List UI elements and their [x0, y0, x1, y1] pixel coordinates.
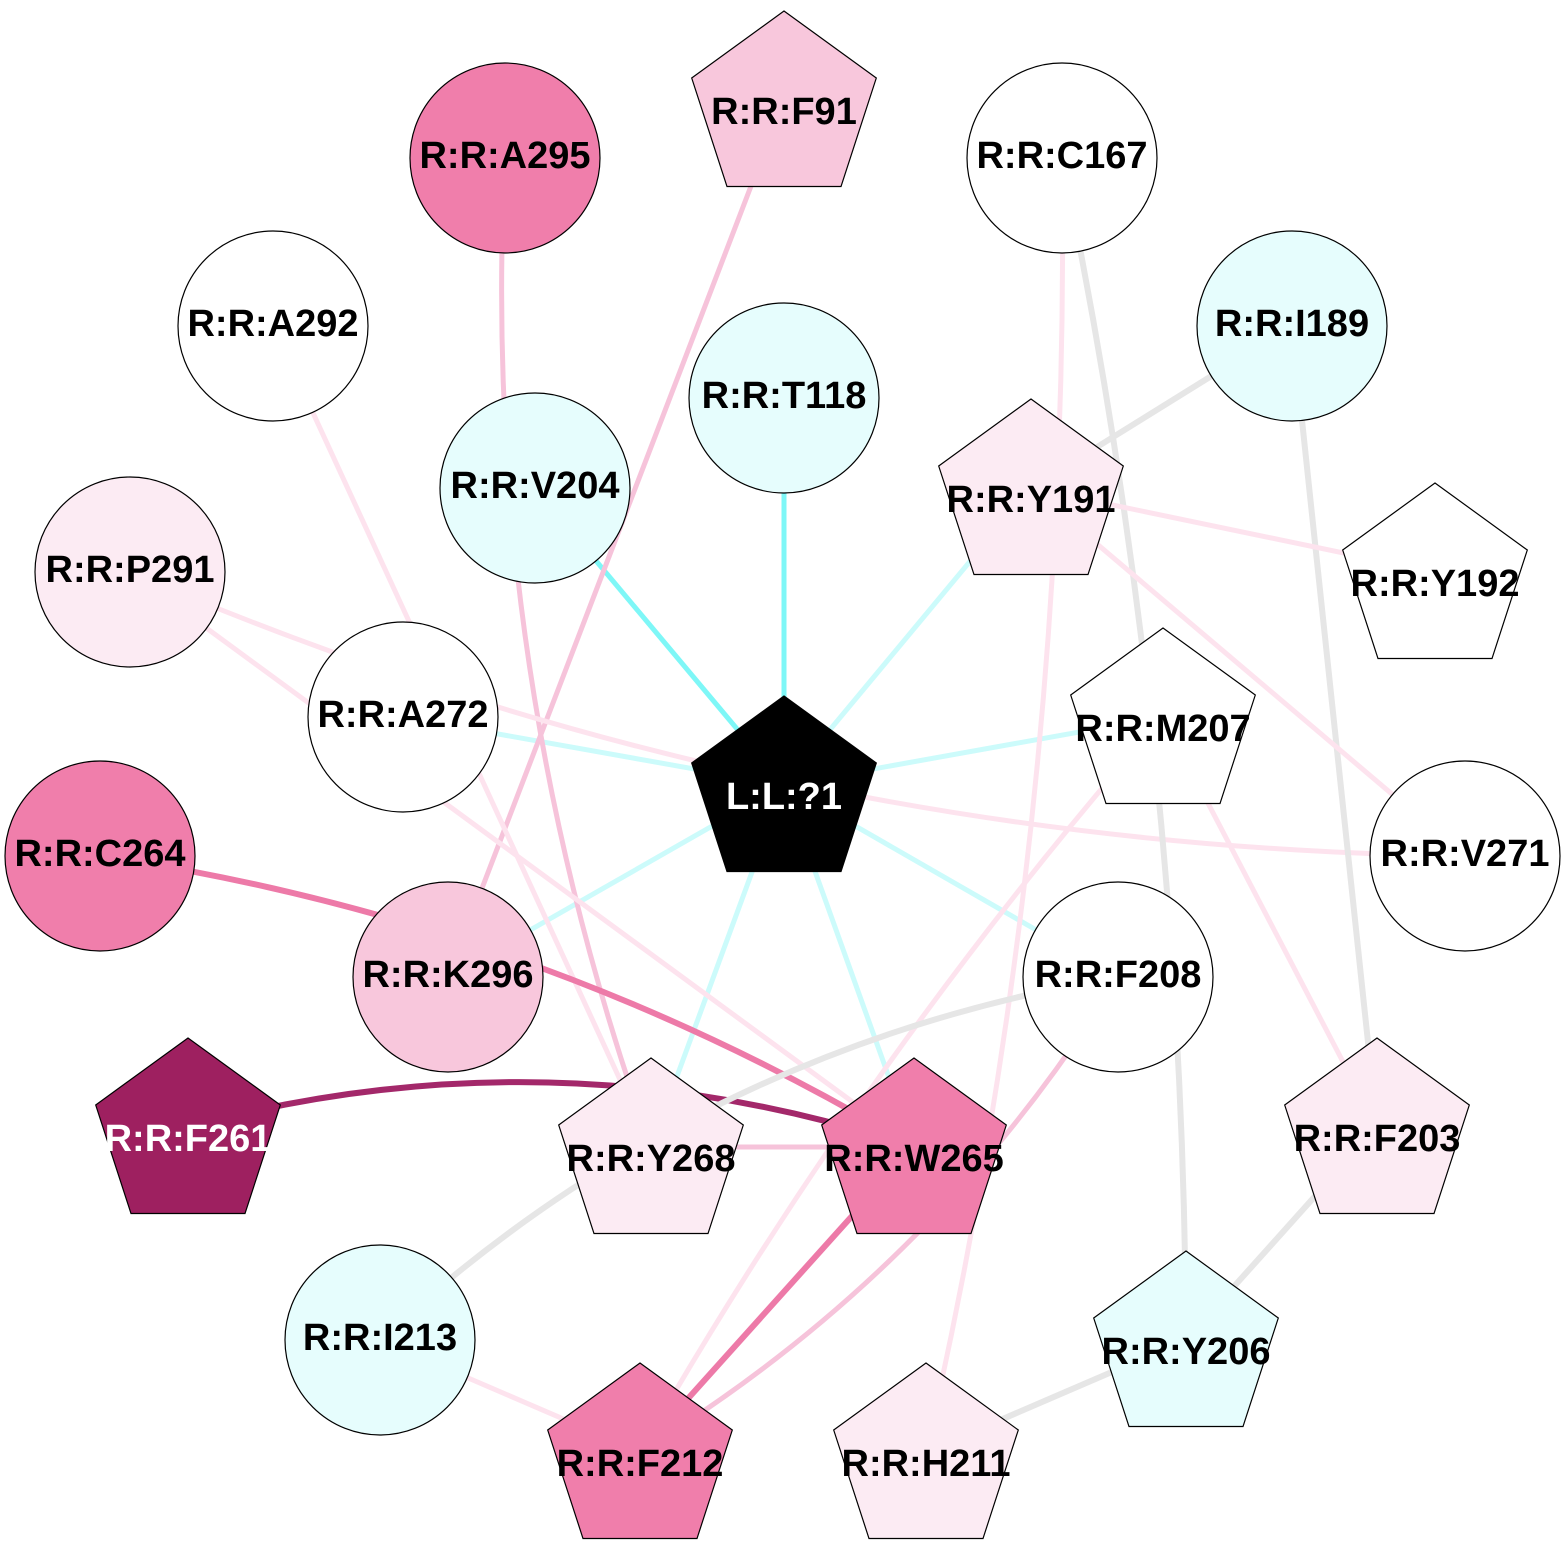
node-shape-pentagon — [1069, 627, 1257, 805]
node-shape-circle — [1196, 230, 1388, 422]
node-label: R:R:F261 — [105, 1118, 272, 1160]
node-label: R:R:H211 — [842, 1443, 1011, 1485]
node-shape-pentagon — [1341, 482, 1529, 660]
node-label: R:R:K296 — [362, 954, 533, 996]
node-label: R:R:V271 — [1381, 833, 1550, 875]
node-shape-circle — [4, 760, 196, 952]
node-label: R:R:I189 — [1215, 303, 1369, 345]
node-label: R:R:T118 — [702, 375, 867, 417]
edge-r-r-i189-to-r-r-f203 — [1289, 325, 1380, 1128]
node-shape-circle — [34, 476, 226, 668]
node-shape-circle — [284, 1244, 476, 1436]
node-label: R:R:V204 — [451, 465, 620, 507]
node-label: R:R:M207 — [1075, 708, 1250, 750]
node-shape-pentagon — [832, 1362, 1020, 1540]
edge-r-r-c167-to-r-r-h211 — [923, 157, 1066, 1453]
node-r-r-f212[interactable]: R:R:F212 — [546, 1362, 734, 1540]
node-label: R:R:Y192 — [1351, 563, 1520, 605]
edge-r-r-f208-to-r-r-i213 — [377, 974, 1119, 1343]
node-label: R:R:F91 — [711, 91, 857, 133]
node-r-r-k296[interactable]: R:R:K296 — [352, 881, 544, 1073]
node-shape-pentagon — [690, 10, 878, 188]
node-shape-circle — [688, 302, 880, 494]
node-label: R:R:C264 — [14, 833, 185, 875]
node-label: R:R:C167 — [976, 135, 1147, 177]
node-r-r-y206[interactable]: R:R:Y206 — [1092, 1250, 1280, 1428]
node-r-r-y192[interactable]: R:R:Y192 — [1341, 482, 1529, 660]
node-r-r-y268[interactable]: R:R:Y268 — [557, 1057, 745, 1235]
edge-r-r-f261-to-r-r-w265 — [187, 1079, 915, 1150]
node-r-r-f261[interactable]: R:R:F261 — [94, 1037, 282, 1215]
node-r-r-f203[interactable]: R:R:F203 — [1283, 1037, 1471, 1215]
node-label: R:R:W265 — [824, 1138, 1003, 1180]
node-shape-circle — [966, 62, 1158, 254]
node-r-r-p291[interactable]: R:R:P291 — [34, 476, 226, 668]
node-r-r-f91[interactable]: R:R:F91 — [690, 10, 878, 188]
node-shape-pentagon — [820, 1057, 1008, 1235]
node-shape-circle — [352, 881, 544, 1073]
node-label: R:R:A272 — [317, 694, 488, 736]
node-r-r-a272[interactable]: R:R:A272 — [307, 621, 499, 813]
node-r-r-m207[interactable]: R:R:M207 — [1069, 627, 1257, 805]
node-label: R:R:A292 — [187, 303, 358, 345]
node-label: R:R:Y191 — [947, 479, 1116, 521]
node-shape-pentagon — [937, 398, 1125, 576]
node-r-r-i213[interactable]: R:R:I213 — [284, 1244, 476, 1436]
node-r-r-i189[interactable]: R:R:I189 — [1196, 230, 1388, 422]
node-r-r-w265[interactable]: R:R:W265 — [820, 1057, 1008, 1235]
node-r-r-t118[interactable]: R:R:T118 — [688, 302, 880, 494]
node-l-l-1[interactable]: L:L:?1 — [690, 695, 878, 873]
node-r-r-c264[interactable]: R:R:C264 — [4, 760, 196, 952]
node-shape-circle — [439, 392, 631, 584]
node-r-r-c167[interactable]: R:R:C167 — [966, 62, 1158, 254]
edge-r-r-p291-to-r-r-w265 — [128, 569, 916, 1150]
node-shape-pentagon — [690, 695, 878, 873]
node-shape-pentagon — [94, 1037, 282, 1215]
node-r-r-y191[interactable]: R:R:Y191 — [937, 398, 1125, 576]
node-shape-pentagon — [1092, 1250, 1280, 1428]
node-label: R:R:F203 — [1294, 1118, 1461, 1160]
node-shape-pentagon — [557, 1057, 745, 1235]
node-label: R:R:Y268 — [567, 1138, 736, 1180]
node-label: R:R:I213 — [303, 1317, 457, 1359]
node-shape-circle — [1369, 760, 1561, 952]
node-shape-circle — [1022, 881, 1214, 1073]
node-shape-pentagon — [546, 1362, 734, 1540]
node-label: R:R:P291 — [46, 549, 215, 591]
node-r-r-f208[interactable]: R:R:F208 — [1022, 881, 1214, 1073]
node-label: R:R:A295 — [419, 135, 590, 177]
node-r-r-a292[interactable]: R:R:A292 — [177, 230, 369, 422]
node-r-r-a295[interactable]: R:R:A295 — [409, 62, 601, 254]
edge-r-r-m207-to-r-r-f212 — [637, 715, 1165, 1454]
edge-r-r-a295-to-r-r-y268 — [499, 157, 654, 1148]
node-label: R:R:Y206 — [1102, 1331, 1271, 1373]
node-label: R:R:F212 — [557, 1443, 724, 1485]
node-r-r-h211[interactable]: R:R:H211 — [832, 1362, 1020, 1540]
node-shape-pentagon — [1283, 1037, 1471, 1215]
node-label: L:L:?1 — [726, 776, 842, 818]
node-shape-circle — [307, 621, 499, 813]
node-label: R:R:F208 — [1035, 954, 1202, 996]
edge-r-r-f208-to-r-r-f212 — [638, 975, 1121, 1455]
node-shape-circle — [177, 230, 369, 422]
node-shape-circle — [409, 62, 601, 254]
node-r-r-v271[interactable]: R:R:V271 — [1369, 760, 1561, 952]
node-r-r-v204[interactable]: R:R:V204 — [439, 392, 631, 584]
